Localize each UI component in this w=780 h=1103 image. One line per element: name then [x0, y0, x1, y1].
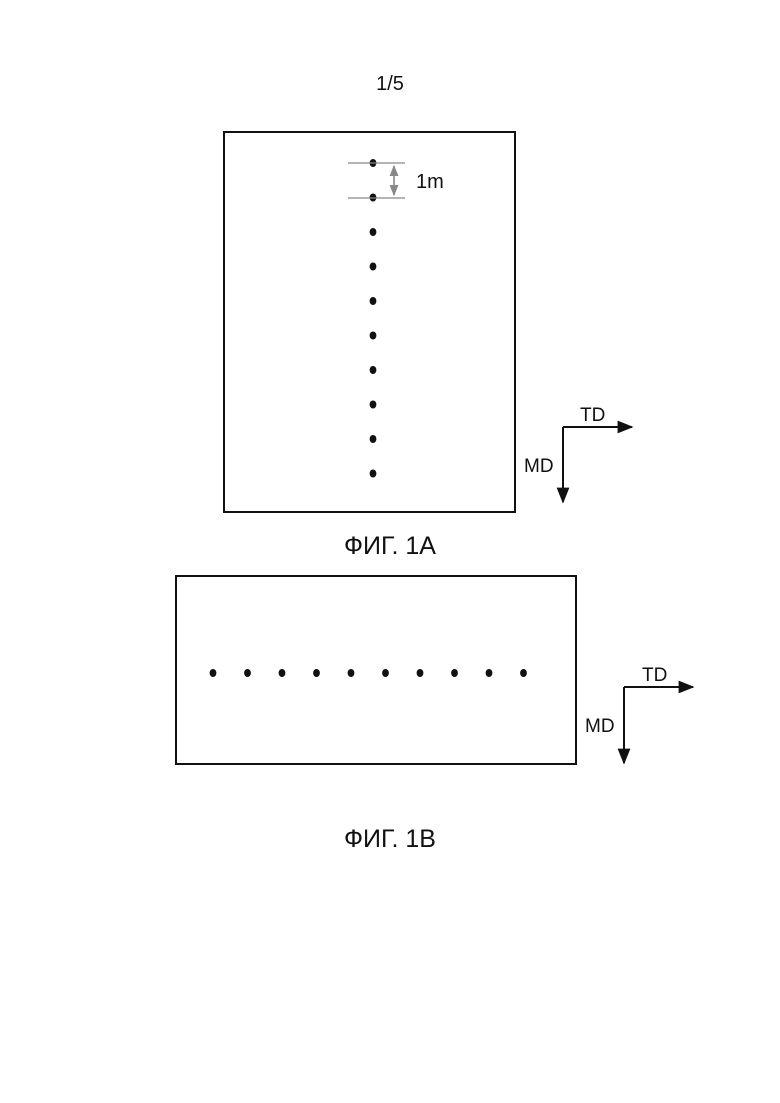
fig-1a-td-label: TD: [580, 405, 605, 426]
fig-1b-td-label: TD: [642, 665, 667, 686]
fig-1b-md-label: MD: [585, 716, 615, 737]
fig-1a-point-9: [370, 435, 377, 443]
fig-1a-point-10: [370, 470, 377, 478]
figure-1a: 1m TD MD ФИГ. 1А: [224, 132, 632, 560]
fig-1b-point-4: [313, 669, 320, 677]
fig-1a-point-8: [370, 401, 377, 409]
fig-1a-point-column: [370, 159, 377, 478]
fig-1a-spacing-label: 1m: [416, 171, 444, 193]
fig-1a-point-7: [370, 366, 377, 374]
fig-1b-caption: ФИГ. 1В: [344, 825, 436, 853]
fig-1b-point-10: [520, 669, 527, 677]
fig-1b-point-7: [417, 669, 424, 677]
fig-1b-point-6: [382, 669, 389, 677]
fig-1a-point-4: [370, 263, 377, 271]
fig-1a-point-3: [370, 228, 377, 236]
page-number: 1/5: [376, 73, 404, 95]
fig-1a-point-6: [370, 332, 377, 340]
fig-1a-md-label: MD: [524, 456, 554, 477]
fig-1a-sheet-outline: [224, 132, 515, 512]
fig-1a-caption: ФИГ. 1А: [344, 532, 436, 560]
fig-1a-direction-axes: TD MD: [524, 405, 632, 502]
fig-1b-point-3: [279, 669, 286, 677]
fig-1b-sheet-outline: [176, 576, 576, 764]
fig-1b-point-1: [210, 669, 217, 677]
fig-1a-spacing-dimension: 1m: [348, 163, 444, 198]
fig-1b-point-8: [451, 669, 458, 677]
figure-1b: TD MD ФИГ. 1В: [176, 576, 693, 853]
fig-1a-point-5: [370, 297, 377, 305]
fig-1b-point-9: [486, 669, 493, 677]
fig-1b-point-row: [210, 669, 527, 677]
fig-1b-direction-axes: TD MD: [585, 665, 693, 763]
fig-1b-point-2: [244, 669, 251, 677]
fig-1b-point-5: [348, 669, 355, 677]
